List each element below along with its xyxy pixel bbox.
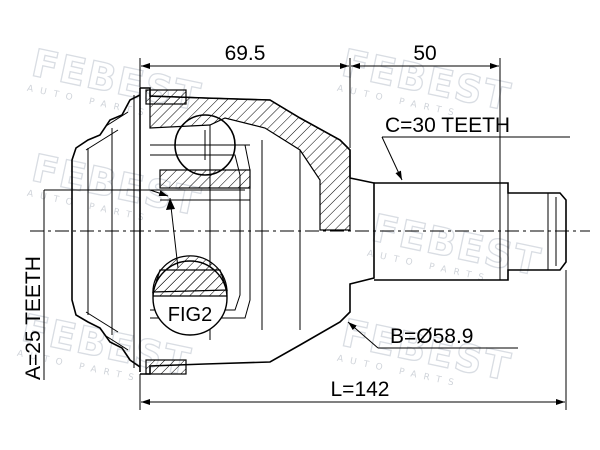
note-c-teeth: C=30 TEETH: [381, 114, 570, 181]
note-a-teeth: A=25 TEETH: [22, 189, 169, 380]
joint-housing: [140, 87, 375, 375]
diameter-b-label: B=Ø58.9: [390, 325, 473, 348]
note-b-diameter: B=Ø58.9: [347, 321, 518, 349]
rubber-boot: [71, 88, 141, 372]
dimension-50: 50: [413, 42, 436, 65]
dimension-top: 69.5 50: [139, 42, 501, 183]
dimension-length: L=142: [331, 378, 390, 401]
teeth-a-label: A=25 TEETH: [22, 256, 45, 380]
fig2-detail-circle: FIG2: [152, 197, 228, 336]
teeth-c-label: C=30 TEETH: [385, 114, 510, 137]
dimension-bottom: L=142: [139, 270, 567, 410]
ball-bearing: [160, 114, 250, 176]
dimension-69-5: 69.5: [225, 42, 266, 65]
fig2-label: FIG2: [168, 304, 212, 326]
output-shaft: [374, 182, 567, 281]
